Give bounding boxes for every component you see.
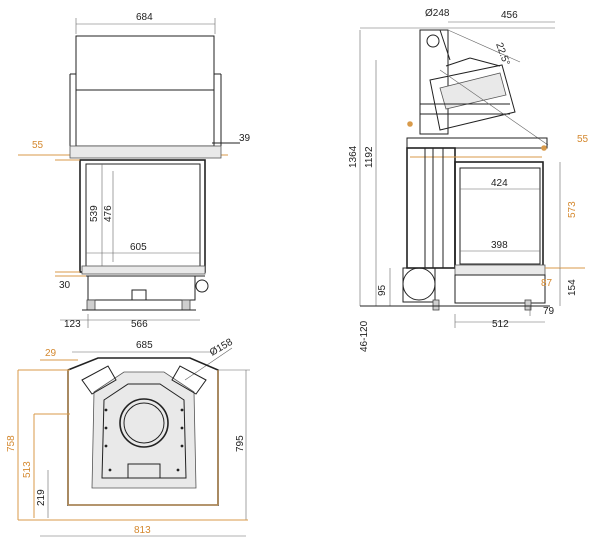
dim-512: 512 — [492, 319, 509, 330]
dim-55-right: 55 — [577, 134, 589, 145]
dim-46-120: 46-120 — [359, 320, 370, 352]
dim-813: 813 — [134, 525, 151, 536]
dim-476: 476 — [103, 205, 114, 222]
dim-398: 398 — [491, 240, 508, 251]
dim-30: 30 — [59, 280, 71, 291]
dim-605: 605 — [130, 242, 147, 253]
dim-29: 29 — [45, 348, 57, 359]
plan-view: 685 29 Ø158 758 513 219 — [6, 337, 250, 537]
dim-795: 795 — [235, 435, 246, 452]
dim-39: 39 — [239, 133, 251, 144]
dim-55-left: 55 — [32, 140, 44, 151]
dim-685: 685 — [136, 340, 153, 351]
dim-573: 573 — [567, 201, 578, 218]
dim-248: Ø248 — [425, 8, 450, 19]
dim-456: 456 — [501, 10, 518, 21]
dim-1192: 1192 — [364, 146, 375, 168]
dim-684: 684 — [136, 12, 153, 23]
dim-154: 154 — [567, 279, 578, 296]
dim-219: 219 — [36, 489, 47, 506]
dim-424: 424 — [491, 178, 508, 189]
dim-79: 79 — [543, 306, 555, 317]
dim-566: 566 — [131, 319, 148, 330]
dim-539: 539 — [89, 205, 100, 222]
front-view: 684 39 55 539 476 605 — [18, 12, 251, 330]
dim-95: 95 — [377, 284, 388, 296]
side-view: Ø248 456 22.5° 55 424 398 — [348, 8, 589, 352]
dim-123: 123 — [64, 319, 81, 330]
dim-1364: 1364 — [348, 145, 359, 168]
dim-87: 87 — [541, 278, 553, 289]
dim-513: 513 — [22, 461, 33, 478]
dim-758: 758 — [6, 435, 17, 452]
